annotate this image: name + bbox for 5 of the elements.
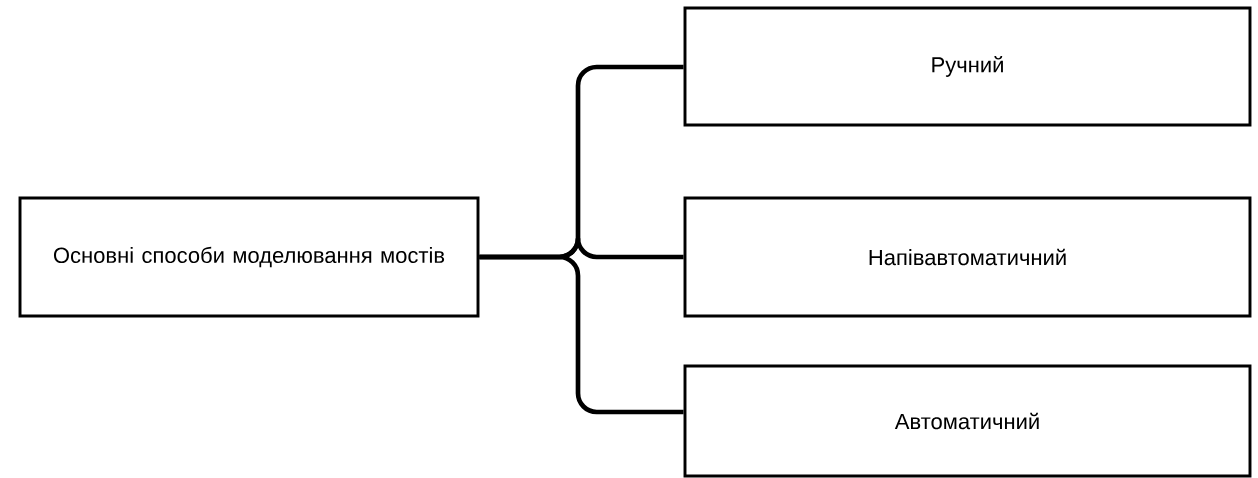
process-box: Автоматичний — [683, 364, 1252, 478]
process-box: Ручний — [683, 6, 1252, 127]
connector-line — [479, 254, 684, 415]
process-box: Основні способи моделювання мостів — [18, 196, 480, 318]
process-box: Напівавтоматичний — [683, 196, 1252, 318]
